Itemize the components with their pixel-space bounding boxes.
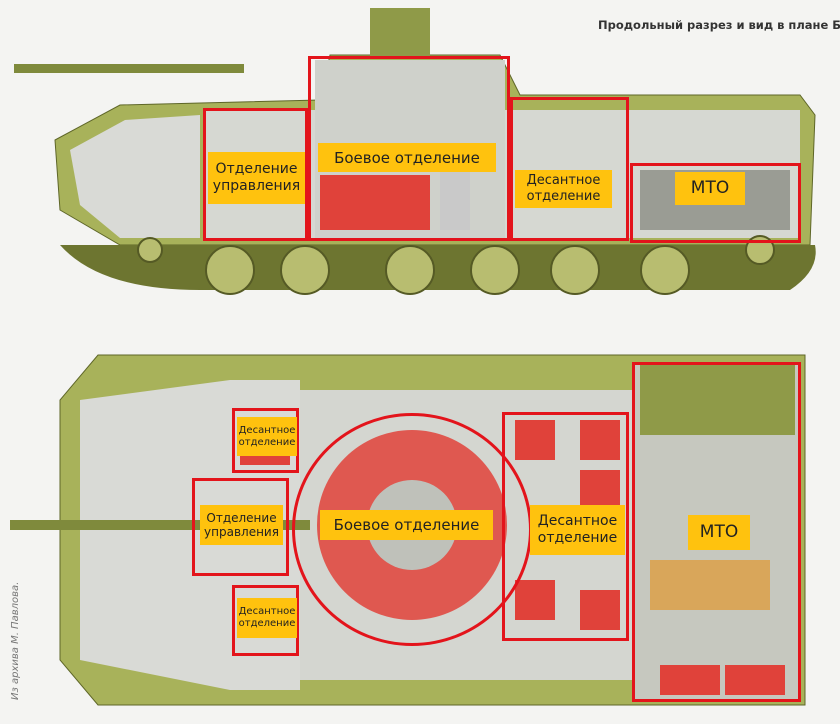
plan-troop-top-label: Десантное отделение — [237, 417, 297, 456]
side-view-wheels — [137, 235, 775, 295]
plan-troop-right-label: Десантное отделение — [530, 505, 625, 555]
plan-troop-top-frame — [232, 408, 299, 473]
plan-combat-label: Боевое отделение — [320, 510, 493, 540]
plan-troop-right-frame — [502, 412, 629, 641]
side-control-label: Отделение управления — [208, 152, 305, 204]
credit-text: Из архива М. Павлова. — [10, 581, 21, 700]
plan-control-frame — [192, 478, 289, 576]
side-combat-frame — [308, 56, 510, 241]
side-troop-frame — [510, 97, 629, 241]
plan-troop-bottom-frame — [232, 585, 299, 656]
plan-troop-bottom-label: Десантное отделение — [237, 598, 297, 638]
plan-engine-label: МТО — [688, 515, 750, 550]
plan-control-label: Отделение управления — [200, 505, 283, 545]
plan-engine-frame — [632, 362, 801, 702]
side-combat-label: Боевое отделение — [318, 143, 496, 172]
figure-title: Продольный разрез и вид в плане БМП-3. — [598, 18, 840, 32]
side-engine-frame — [630, 163, 801, 243]
side-troop-label: Десантное отделение — [515, 170, 612, 208]
side-control-frame — [203, 108, 308, 241]
side-engine-label: МТО — [675, 172, 745, 205]
